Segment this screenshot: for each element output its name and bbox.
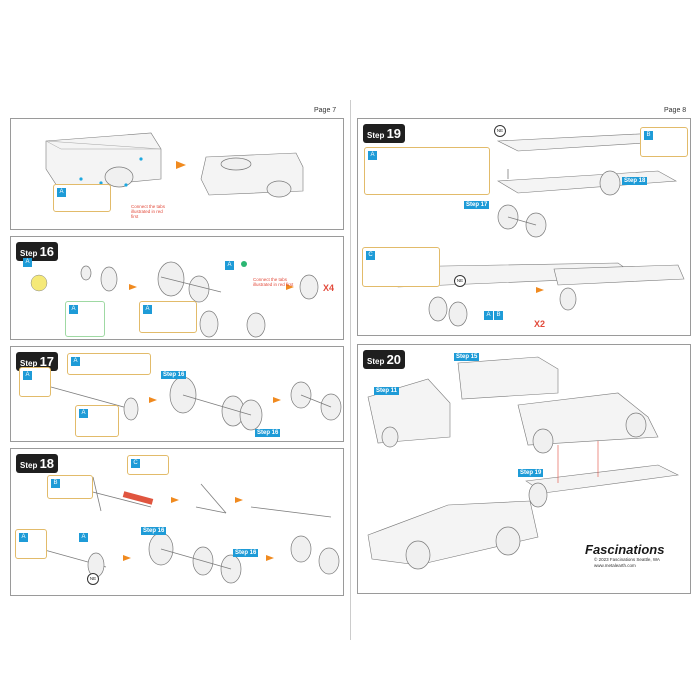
ref-step16: Step 16 (161, 371, 187, 379)
step-badge-18: Step 18 (16, 454, 59, 473)
page-divider (350, 100, 351, 640)
parts-callout-c: C (362, 247, 440, 287)
ref-step16: Step 16 (255, 429, 281, 437)
copyright-text: © 2023 Fascinations Seattle, WA www.meta… (594, 557, 660, 568)
part-letter-b: B (644, 131, 653, 140)
truck-final-assembly-illustration (367, 356, 680, 570)
part-letter-b: B (494, 311, 503, 320)
ne-marker: NE (494, 125, 506, 137)
ref-step18: Step 18 (622, 177, 648, 185)
page-number-left: Page 7 (314, 107, 337, 114)
connect-tabs-note: Connect the tabs illustrated in red firs… (131, 204, 166, 219)
ref-step11: Step 11 (374, 387, 400, 395)
part-letter-a: A (79, 409, 88, 418)
ref-step15: Step 15 (454, 353, 480, 361)
step-badge-20: Step 20 (363, 350, 406, 369)
quantity-multiplier: X2 (534, 319, 546, 329)
parts-callout-a: A (15, 529, 47, 559)
part-letter-a: A (225, 261, 234, 270)
parts-callout: A (53, 184, 111, 212)
front-axle-illustration (40, 476, 340, 584)
part-letter-a: A (79, 533, 88, 542)
parts-callout-a2: A (139, 301, 197, 333)
step-badge-17: Step 17 (16, 352, 59, 371)
part-letter-c: C (131, 459, 140, 468)
part-letter-a: A (57, 188, 66, 197)
truck-bed-illustration (45, 132, 304, 198)
panel-step17: Step 17 A A A Step 16 Step 16 (10, 346, 344, 442)
ne-marker: NE (87, 573, 99, 585)
part-letter-c: C (366, 251, 375, 260)
panel-step15-continued: A Connect the tabs illustrated in red fi… (10, 118, 344, 230)
part-letter-a: A (71, 357, 80, 366)
ne-marker: NE (454, 275, 466, 287)
quantity-multiplier: X4 (323, 283, 335, 293)
ref-step16: Step 16 (233, 549, 259, 557)
parts-callout-b: B (47, 475, 93, 499)
page-number-right: Page 8 (664, 107, 687, 114)
part-letter-a: A (19, 533, 28, 542)
ref-step19: Step 19 (518, 469, 544, 477)
connect-tabs-note: Connect the tabs illustrated in red firs… (253, 277, 294, 287)
panel-step20: Step 20 Step 15 Step 11 Step 19 (357, 344, 691, 594)
part-letter-a: A (484, 311, 493, 320)
parts-callout-a2: A (67, 353, 151, 375)
parts-callout-a3: A (75, 405, 119, 437)
part-letter-a: A (23, 258, 32, 267)
parts-callout-a: A (65, 301, 105, 337)
step-badge-16: Step 16 (16, 242, 59, 261)
parts-callout-a: A (19, 367, 51, 397)
part-letter-a: A (143, 305, 152, 314)
ref-step16: Step 16 (141, 527, 167, 535)
axle-assembly-illustration (50, 359, 342, 431)
ref-step17: Step 17 (464, 201, 490, 209)
part-letter-b: B (51, 479, 60, 488)
part-letter-a: A (23, 371, 32, 380)
panel-step18: Step 18 B C A A NE Step 16 Step 16 (10, 448, 344, 596)
chassis-illustration (377, 132, 685, 327)
panel-step16: Step 16 A A A A Connect the tabs illustr… (10, 236, 344, 340)
part-letter-a: A (368, 151, 377, 160)
parts-callout-b: B (640, 127, 688, 157)
brand-logo: Fascinations (585, 542, 665, 557)
panel-step19: Step 19 A B C NE NE A B X2 Step 18 Step … (357, 118, 691, 336)
parts-callout-c: C (127, 455, 169, 475)
part-letter-a: A (69, 305, 78, 314)
parts-callout-a: A (364, 147, 490, 195)
step-badge-19: Step 19 (363, 124, 406, 143)
